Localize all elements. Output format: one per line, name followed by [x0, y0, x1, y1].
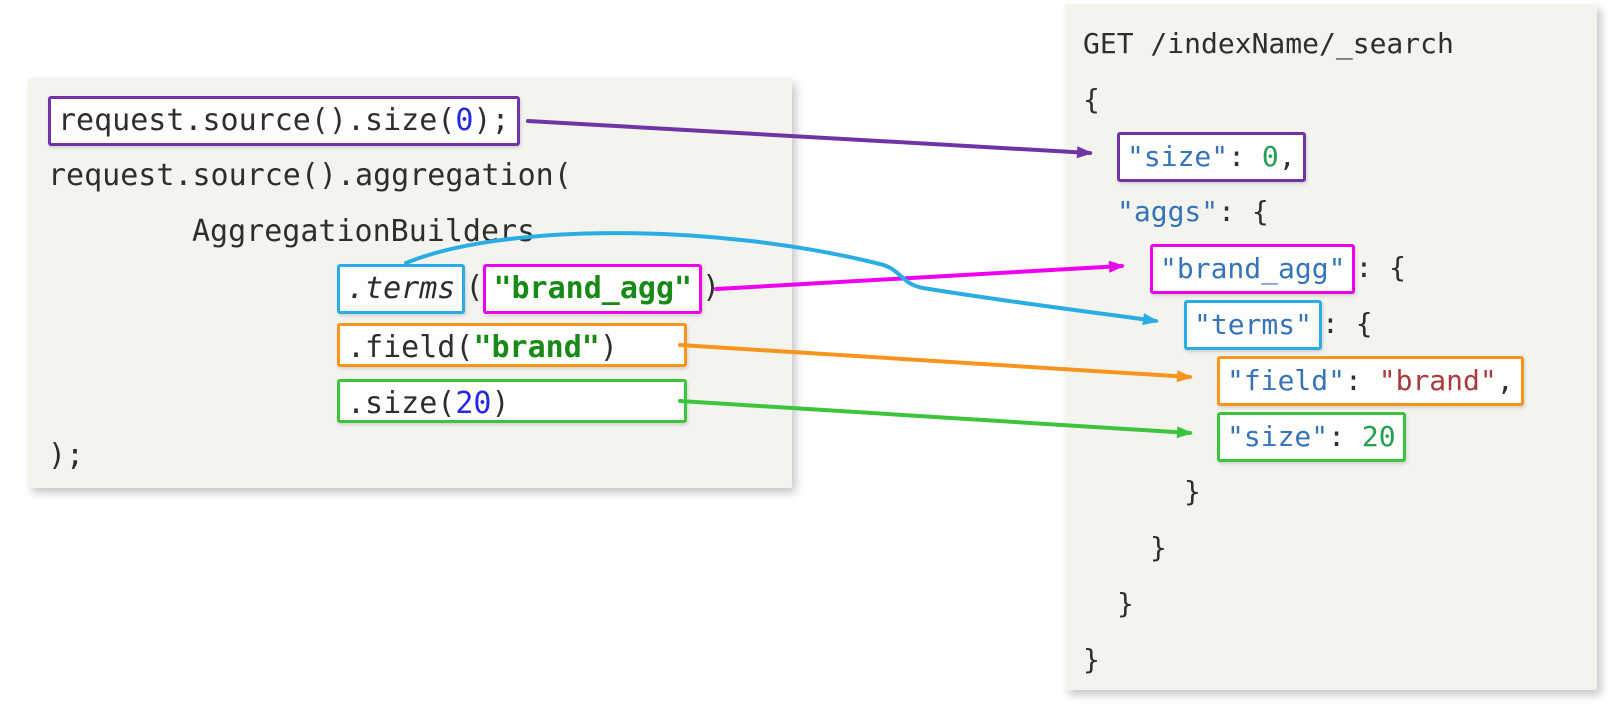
json-size20-highlight: "size": 20 — [1217, 412, 1406, 462]
java-size20-highlight: .size(20) — [337, 378, 687, 423]
json-colon-brace: : { — [1322, 307, 1373, 340]
json-key: "aggs" — [1117, 195, 1219, 228]
json-brace: } — [1083, 643, 1100, 676]
java-brand-agg-highlight: "brand_agg" — [483, 263, 703, 314]
json-brace: } — [1184, 475, 1201, 508]
json-colon-brace: : { — [1355, 251, 1407, 284]
java-line-size20: .size(20) — [337, 372, 792, 428]
java-size0-highlight: request.source().size(0); — [48, 95, 520, 146]
json-brand-agg-highlight: "brand_agg" — [1150, 244, 1356, 294]
json-terms-highlight: "terms" — [1184, 300, 1323, 350]
json-query-panel: GET /indexName/_search { "size": 0, "agg… — [1065, 4, 1597, 690]
json-colon-brace: : { — [1218, 195, 1269, 228]
java-code-text: ) — [491, 385, 510, 421]
java-code-text: ) — [702, 270, 721, 305]
json-key: "field" — [1227, 364, 1346, 397]
java-code-text: ); — [473, 102, 510, 138]
java-code-text: ) — [599, 329, 618, 365]
json-line-aggs: "aggs": { — [1117, 184, 1597, 240]
java-code-text: .field( — [347, 329, 474, 365]
java-method-terms: .terms — [347, 270, 456, 306]
json-number: 20 — [1361, 420, 1396, 453]
java-field-highlight: .field("brand") — [337, 322, 687, 367]
java-code-text: .size( — [347, 385, 456, 421]
java-line-close: ); — [48, 428, 792, 484]
java-code-text: ); — [48, 438, 85, 473]
json-number: 0 — [1261, 140, 1279, 173]
json-brace: { — [1083, 83, 1100, 116]
json-open-brace: { — [1083, 72, 1597, 128]
json-colon: : — [1228, 140, 1262, 173]
java-line-size0: request.source().size(0); — [48, 92, 792, 148]
java-line-builders: AggregationBuilders — [48, 204, 792, 260]
java-line-aggregation: request.source().aggregation( — [48, 148, 792, 204]
json-key: "terms" — [1194, 308, 1313, 341]
json-line-brand-agg: "brand_agg" : { — [1150, 240, 1597, 296]
json-request-text: GET /indexName/_search — [1083, 27, 1454, 60]
java-terms-highlight: .terms — [337, 263, 466, 314]
json-line-terms: "terms" : { — [1184, 296, 1597, 352]
json-string: "brand" — [1378, 364, 1497, 397]
java-code-text: request.source().size( — [58, 102, 456, 138]
java-string-literal: "brand" — [473, 329, 600, 365]
java-code-panel: request.source().size(0); request.source… — [28, 78, 792, 488]
json-comma: , — [1278, 140, 1296, 173]
java-code-text: ( — [465, 270, 484, 305]
java-code-text: AggregationBuilders — [192, 214, 536, 249]
java-string-literal: "brand_agg" — [493, 270, 693, 306]
json-request-line: GET /indexName/_search — [1083, 16, 1597, 72]
java-line-field: .field("brand") — [337, 316, 792, 372]
json-key: "size" — [1227, 420, 1329, 453]
java-line-terms: .terms ( "brand_agg") — [337, 260, 792, 316]
java-number-literal: 0 — [455, 102, 474, 138]
java-number-literal: 20 — [455, 385, 492, 421]
json-comma: , — [1496, 364, 1514, 397]
json-colon: : — [1345, 364, 1379, 397]
json-close-brace: } — [1150, 520, 1597, 576]
json-line-size20: "size": 20 — [1217, 408, 1597, 464]
json-close-brace: } — [1117, 576, 1597, 632]
json-close-brace: } — [1083, 632, 1597, 688]
json-key: "size" — [1127, 140, 1229, 173]
json-size0-highlight: "size": 0, — [1117, 132, 1306, 182]
json-key: "brand_agg" — [1160, 252, 1346, 285]
json-brace: } — [1117, 587, 1134, 620]
json-brace: } — [1150, 531, 1167, 564]
java-code-text: request.source().aggregation( — [48, 158, 572, 193]
json-colon: : — [1328, 420, 1362, 453]
json-field-highlight: "field": "brand", — [1217, 356, 1524, 406]
json-close-brace: } — [1184, 464, 1597, 520]
json-line-field: "field": "brand", — [1217, 352, 1597, 408]
json-line-size0: "size": 0, — [1117, 128, 1597, 184]
